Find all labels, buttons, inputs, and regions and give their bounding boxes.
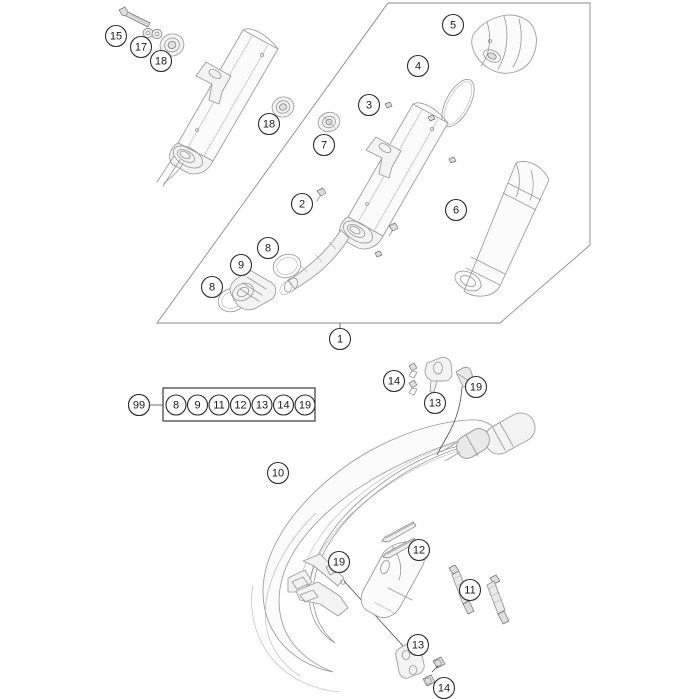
callout-sleeve-7[interactable]: 7 — [312, 133, 336, 157]
callout-circle — [407, 538, 431, 562]
callout-circle — [208, 394, 230, 416]
callout-grommet-18[interactable]: 18 — [257, 112, 281, 136]
kit-item-19[interactable]: 19 — [294, 394, 316, 416]
callout-circle — [127, 393, 151, 417]
callout-bolt-14[interactable]: 14 — [382, 369, 406, 393]
glass-fibre-insert-6-part — [454, 161, 550, 297]
callout-circle — [382, 369, 406, 393]
callout-grommet-18[interactable]: 18 — [149, 49, 173, 73]
callout-circle — [165, 394, 187, 416]
callout-gasket-kit-99[interactable]: 99 — [127, 393, 151, 417]
callout-end-cap-5[interactable]: 5 — [441, 13, 465, 37]
callout-spring-coupler-9[interactable]: 9 — [229, 253, 253, 277]
kit-item-9[interactable]: 9 — [186, 394, 209, 416]
callout-circle — [406, 54, 430, 78]
callout-circle — [256, 236, 280, 260]
callout-o-ring-4[interactable]: 4 — [406, 54, 430, 78]
grommet-18-left-part — [159, 33, 185, 57]
callout-washer-17[interactable]: 17 — [129, 35, 153, 59]
callout-circle — [312, 133, 336, 157]
bolt-14-lower-part — [422, 656, 446, 687]
callout-circle — [406, 633, 430, 657]
kit-item-11[interactable]: 11 — [208, 394, 230, 416]
kit-item-13[interactable]: 13 — [251, 394, 273, 416]
callout-circle — [149, 49, 173, 73]
callout-circle — [432, 676, 456, 700]
callout-circle — [229, 253, 253, 277]
small-fasteners — [374, 101, 457, 258]
bracket-13-upper-part — [424, 356, 453, 393]
callout-exhaust-pipe-10[interactable]: 10 — [266, 461, 290, 485]
callout-circle — [327, 550, 351, 574]
callout-glass-fibre-insert-6[interactable]: 6 — [444, 198, 468, 222]
bolt-14-upper-part — [408, 362, 418, 396]
inner-silencer-3-part — [279, 102, 449, 295]
callout-circle — [441, 13, 465, 37]
callout-circle — [186, 394, 209, 416]
callout-circle — [290, 192, 314, 216]
callout-circle — [458, 578, 482, 602]
callout-o-ring-8[interactable]: 8 — [256, 236, 280, 260]
sleeve-7-part — [317, 111, 341, 133]
callout-inner-silencer-3[interactable]: 3 — [357, 93, 381, 117]
exhaust-pipe-10-part — [251, 412, 536, 693]
callout-bracket-13[interactable]: 13 — [423, 391, 447, 415]
callout-pin-12[interactable]: 12 — [407, 538, 431, 562]
callout-circle — [357, 93, 381, 117]
kit-item-8[interactable]: 8 — [165, 394, 187, 416]
callout-screw-2[interactable]: 2 — [290, 192, 314, 216]
end-cap-5-part — [471, 14, 537, 74]
kit-item-12[interactable]: 12 — [229, 394, 252, 416]
callout-circle — [272, 394, 295, 416]
callout-bracket-13[interactable]: 13 — [406, 633, 430, 657]
callout-clamp-19[interactable]: 19 — [327, 550, 351, 574]
coupler-9-part — [229, 269, 277, 311]
callout-circle — [464, 375, 488, 399]
o-ring-8-upper-part — [272, 253, 302, 279]
callout-circle — [251, 394, 273, 416]
callout-circle — [129, 35, 153, 59]
callout-circle — [266, 461, 290, 485]
callout-silencer-assembly-1[interactable]: 1 — [328, 327, 352, 351]
washer-17-part — [142, 28, 163, 39]
callout-bolt-14[interactable]: 14 — [432, 676, 456, 700]
callout-circle — [229, 394, 252, 416]
screw-2-part — [316, 187, 399, 237]
bolt-15-part — [118, 6, 151, 28]
grommet-18-right-part — [271, 96, 295, 118]
outer-silencer-left — [156, 28, 279, 187]
callout-circle — [444, 198, 468, 222]
callout-circle — [328, 327, 352, 351]
callout-circle — [257, 112, 281, 136]
callout-circle — [104, 24, 128, 48]
callout-bolt-15[interactable]: 15 — [104, 24, 128, 48]
callout-circle — [200, 275, 224, 299]
callout-clamp-19[interactable]: 19 — [464, 375, 488, 399]
callout-o-ring-8[interactable]: 8 — [200, 275, 224, 299]
silencer-assembly-group-frame — [156, 2, 591, 324]
callout-circle — [423, 391, 447, 415]
callout-spring-11[interactable]: 11 — [458, 578, 482, 602]
header-flange-19-part — [287, 553, 405, 648]
spring-11-right-part — [486, 574, 510, 625]
callout-circle — [294, 394, 316, 416]
kit-item-14[interactable]: 14 — [272, 394, 295, 416]
pin-12-part — [381, 521, 418, 559]
